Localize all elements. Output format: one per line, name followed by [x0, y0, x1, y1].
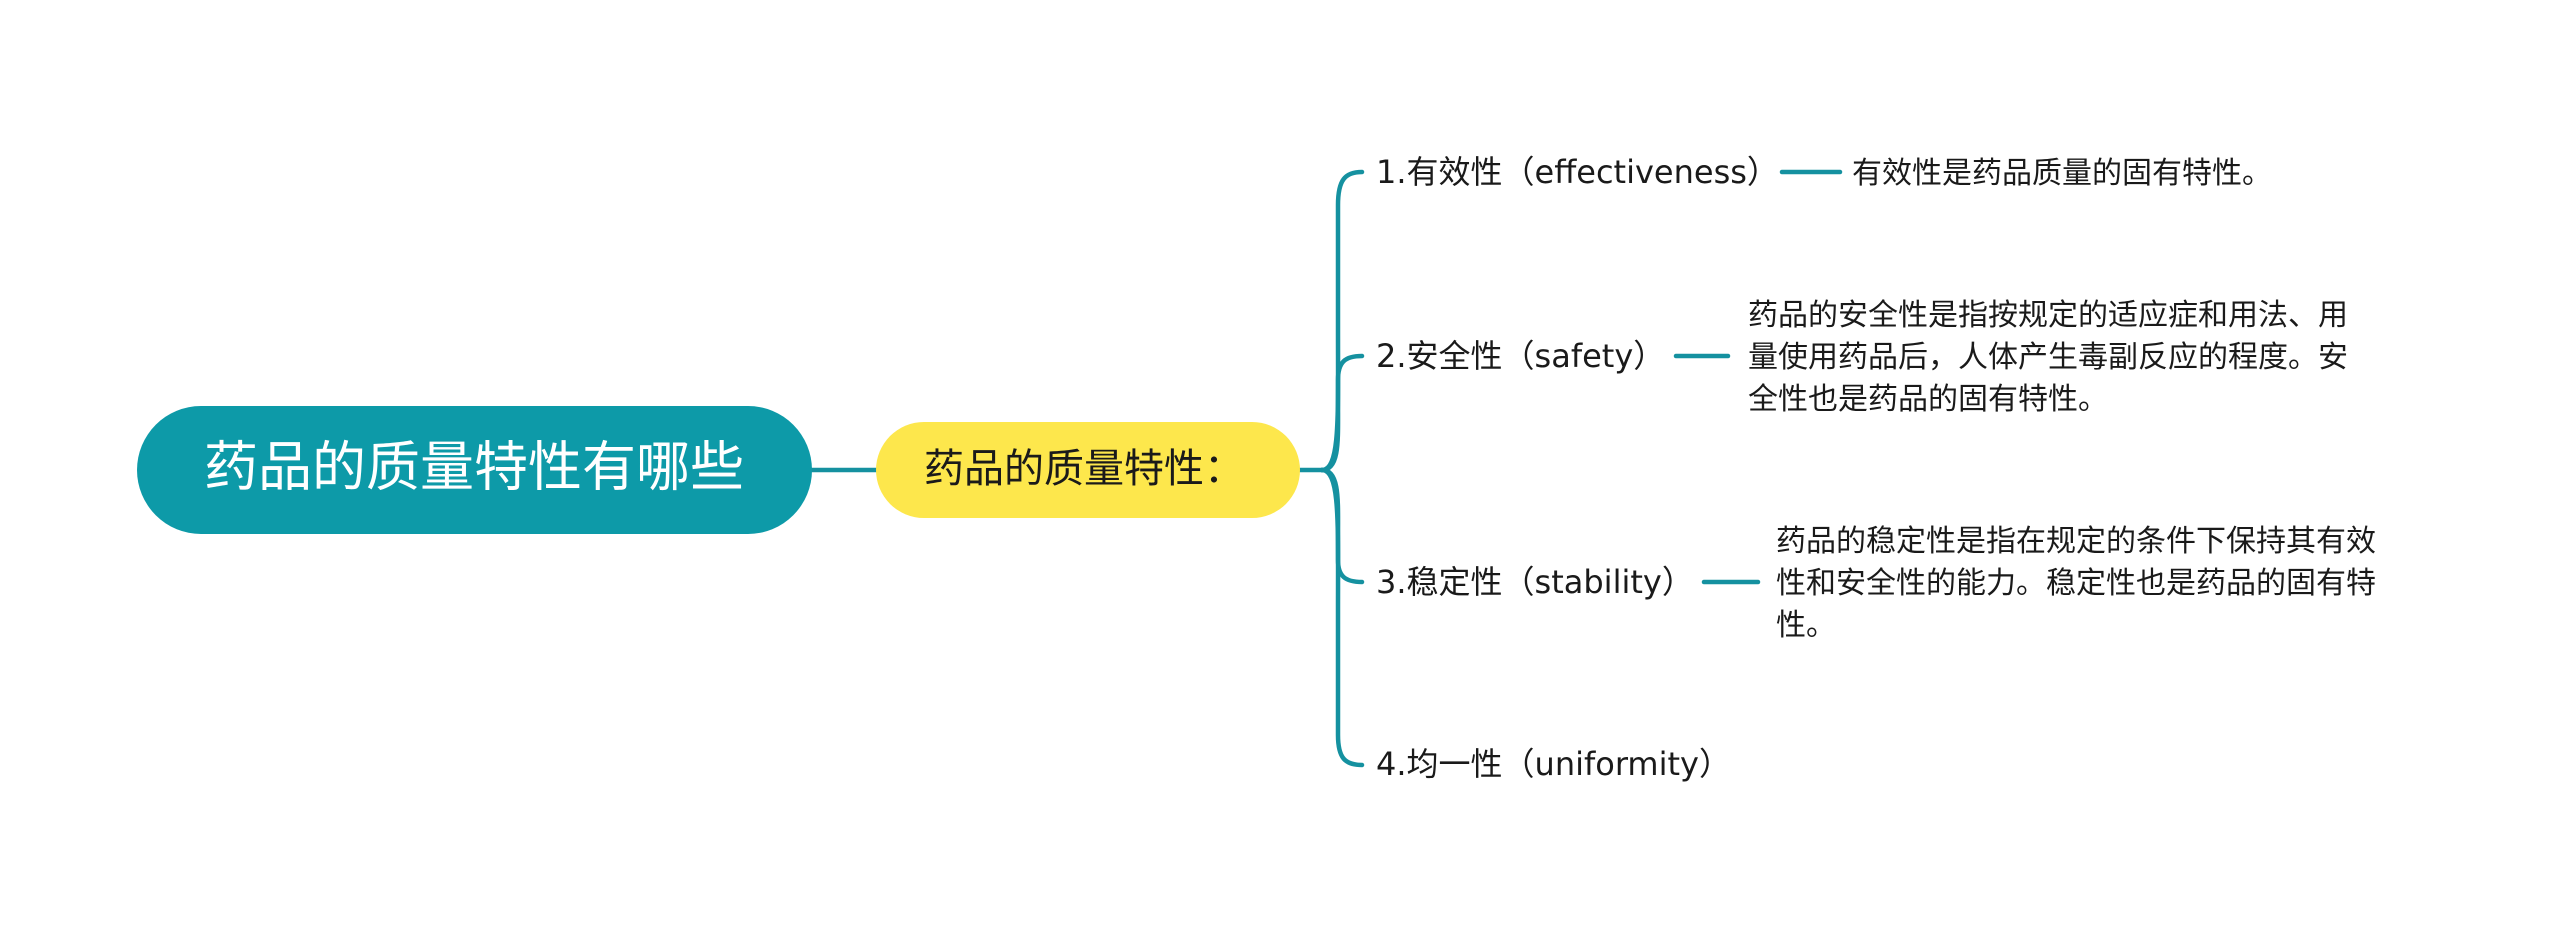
branch-description-3: 药品的稳定性是指在规定的条件下保持其有效 性和安全性的能力。稳定性也是药品的固有… [1776, 524, 2386, 643]
branch-label-1[interactable]: 1.有效性（effectiveness） [1376, 153, 1779, 191]
branch-description-2-line-1: 药品的安全性是指按规定的适应症和用法、用 [1748, 298, 2348, 333]
branch-label-3[interactable]: 3.稳定性（stability） [1376, 563, 1694, 601]
subtopic-node-shape [876, 422, 1300, 518]
branch-description-2-line-2: 量使用药品后，人体产生毒副反应的程度。安 [1748, 340, 2348, 375]
branch-description-2: 药品的安全性是指按规定的适应症和用法、用 量使用药品后，人体产生毒副反应的程度。… [1748, 298, 2358, 417]
root-node[interactable]: 药品的质量特性有哪些 [137, 406, 812, 534]
branch-description-2-line-3: 全性也是药品的固有特性。 [1748, 382, 2108, 417]
branch-description-3-line-3: 性。 [1776, 608, 1836, 643]
branch-connector-3 [1319, 467, 1365, 585]
branch-connector-4 [1319, 467, 1365, 768]
subtopic-node[interactable]: 药品的质量特性： [876, 422, 1300, 518]
branch-label-4[interactable]: 4.均一性（uniformity） [1376, 745, 1731, 783]
root-node-shape [137, 406, 812, 534]
branch-description-1-line-1: 有效性是药品质量的固有特性。 [1852, 156, 2272, 191]
branch-label-2[interactable]: 2.安全性（safety） [1376, 337, 1665, 375]
branch-description-1: 有效性是药品质量的固有特性。 [1852, 156, 2272, 191]
branch-description-3-line-1: 药品的稳定性是指在规定的条件下保持其有效 [1776, 524, 2376, 559]
branch-description-3-line-2: 性和安全性的能力。稳定性也是药品的固有特 [1776, 566, 2376, 601]
branch-connector-2 [1319, 353, 1365, 473]
subtopic-label: 药品的质量特性： [924, 446, 1244, 492]
branch-connector-1 [1319, 169, 1365, 473]
root-label: 药品的质量特性有哪些 [204, 436, 744, 499]
